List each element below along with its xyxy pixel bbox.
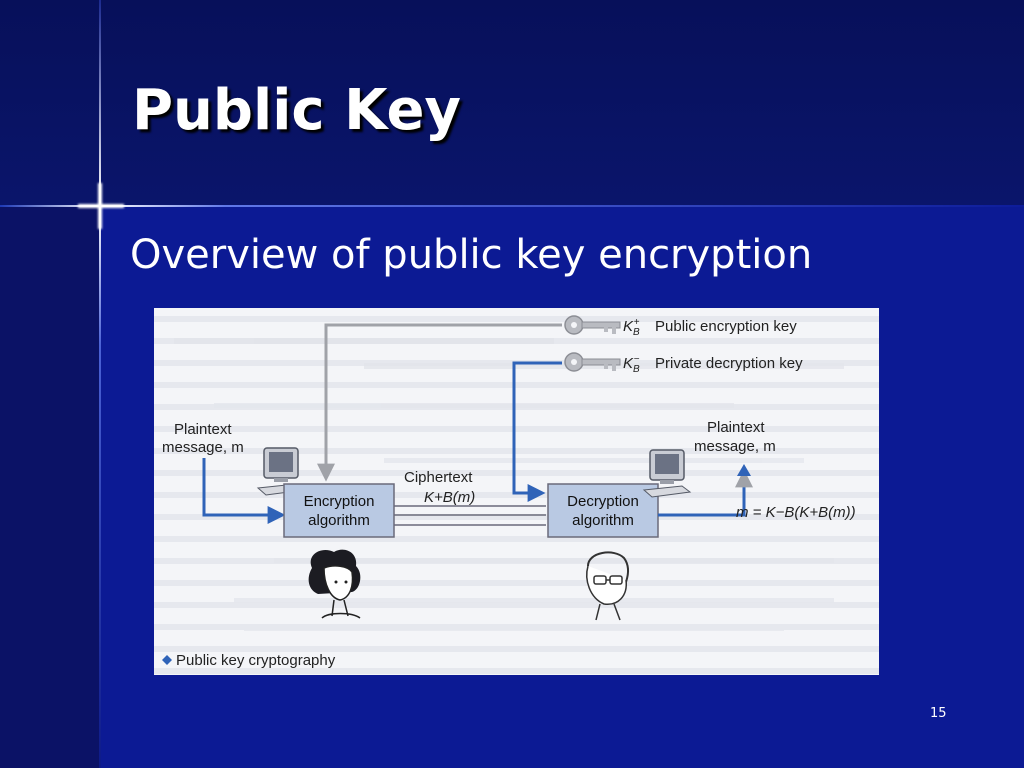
- plaintext-output-arrow: [658, 469, 753, 517]
- sparkle-decoration: [98, 183, 102, 229]
- key-icon: [564, 352, 621, 372]
- public-key-sub: B: [633, 327, 640, 338]
- encryption-label: Encryption: [304, 493, 375, 510]
- ciphertext-label: Ciphertext: [404, 469, 473, 486]
- encryption-label: algorithm: [308, 512, 370, 529]
- figure-caption: Public key cryptography: [176, 652, 336, 669]
- man-portrait: [586, 551, 629, 621]
- public-key-sup: +: [634, 317, 640, 328]
- plaintext-out-label: Plaintext: [707, 419, 765, 436]
- public-key-symbol: K: [623, 318, 634, 335]
- svg-text:K+B(m): K+B(m): [424, 489, 475, 506]
- plaintext-out-label: message, m: [694, 438, 776, 455]
- result-formula: m = K−B(K+B(m)): [736, 504, 856, 521]
- plaintext-in-label: message, m: [162, 439, 244, 456]
- public-key-line: [317, 323, 562, 482]
- slide-title: Public Key: [132, 78, 461, 143]
- horizontal-rule: [0, 205, 1024, 207]
- public-key-label: Public encryption key: [655, 318, 797, 335]
- private-key-sup: −: [634, 354, 640, 365]
- slide-header-band: [0, 0, 1024, 205]
- svg-text:KB−: KB−: [623, 354, 640, 375]
- page-number: 15: [930, 706, 947, 721]
- vertical-rule: [99, 0, 101, 768]
- private-key-sub: B: [633, 364, 640, 375]
- slide-subtitle: Overview of public key encryption: [130, 232, 813, 278]
- plaintext-input-arrow: [202, 458, 286, 524]
- private-key-symbol: K: [623, 355, 634, 372]
- woman-portrait: [308, 549, 361, 619]
- ciphertext-formula: K+B(m): [424, 489, 475, 506]
- private-key-label: Private decryption key: [655, 355, 803, 372]
- caption-bullet: [162, 655, 172, 665]
- public-key-diagram: KB+ Public encryption key KB− Private de…: [154, 308, 879, 675]
- decryption-box: [547, 483, 659, 538]
- encryption-box: [283, 483, 395, 538]
- key-icon: [564, 315, 621, 335]
- svg-text:KB+: KB+: [623, 317, 640, 338]
- computer-icon: [642, 449, 692, 498]
- decryption-label: algorithm: [572, 512, 634, 529]
- private-key-line: [512, 361, 562, 502]
- decryption-label: Decryption: [567, 493, 639, 510]
- plaintext-in-label: Plaintext: [174, 421, 232, 438]
